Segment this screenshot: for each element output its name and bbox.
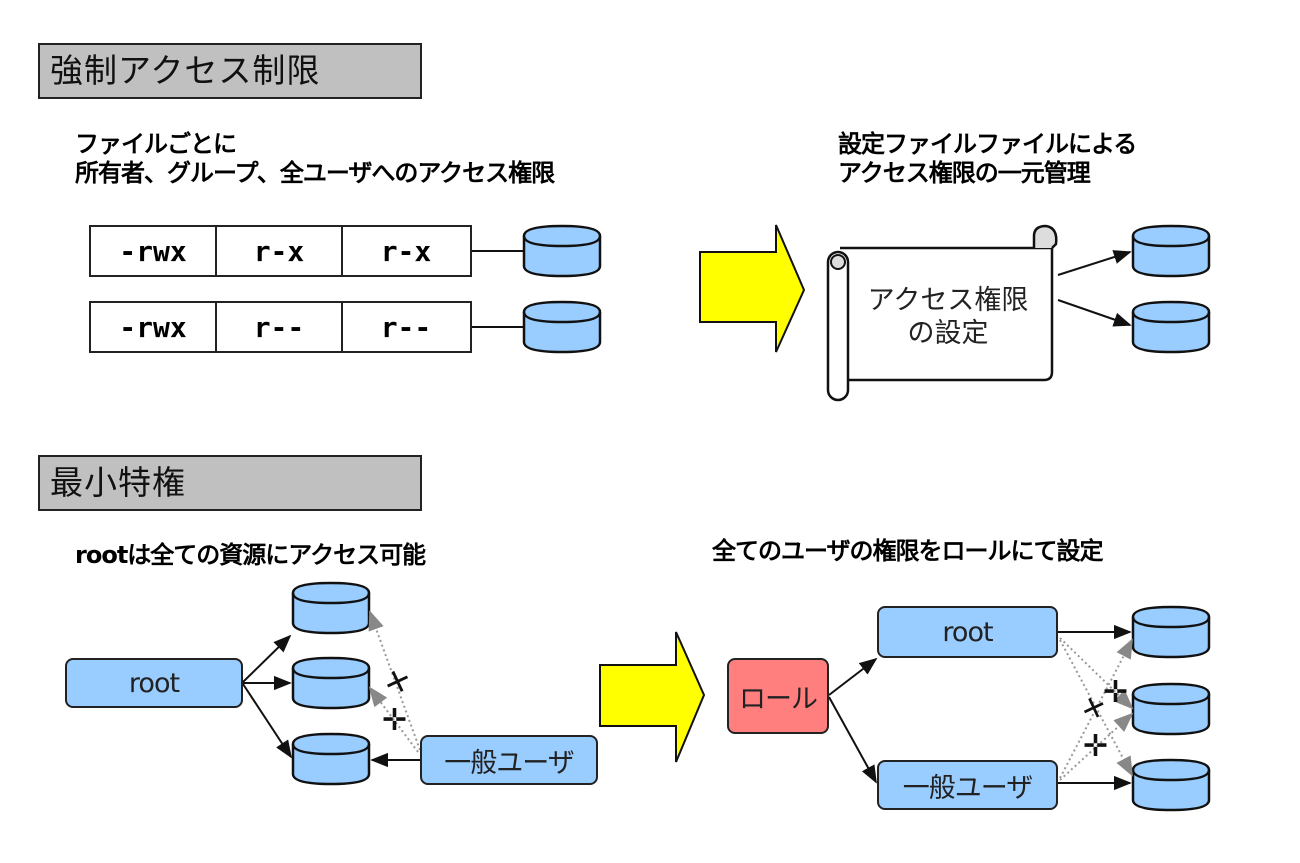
caption-per-file-permissions: ファイルごとに 所有者、グループ、全ユーザへのアクセス権限 (75, 130, 555, 188)
denied-arrow (368, 686, 419, 753)
big-arrow-icon (599, 631, 706, 763)
perm-owner: -rwx (91, 227, 217, 275)
connector-arrow (1057, 299, 1132, 327)
node-root-right: root (877, 606, 1058, 658)
permission-row: -rwx r-- r-- (89, 301, 472, 353)
denied-arrow (1059, 638, 1133, 779)
caption-root-all-access: rootは全ての資源にアクセス可能 (75, 541, 426, 569)
section-title-least-privilege: 最小特権 (38, 455, 422, 511)
database-icon (522, 224, 602, 278)
deny-mark-icon: ✛ (1103, 675, 1128, 710)
permission-row: -rwx r-x r-x (89, 225, 472, 277)
deny-mark-icon: ✛ (1083, 729, 1108, 764)
connector-arrow (242, 683, 292, 759)
section-title-mandatory-access-control: 強制アクセス制限 (38, 43, 422, 99)
connector-arrow (1057, 250, 1132, 276)
database-icon (1131, 682, 1211, 736)
caption-line: 設定ファイルファイルによる (838, 130, 1137, 158)
node-general-user-right: 一般ユーザ (877, 760, 1058, 810)
perm-group: r-- (217, 303, 343, 351)
node-general-user-left: 一般ユーザ (420, 735, 598, 785)
database-icon (522, 300, 602, 354)
database-icon (1131, 758, 1211, 812)
caption-line: 所有者、グループ、全ユーザへのアクセス権限 (75, 159, 555, 187)
deny-mark-icon: ✛ (382, 703, 407, 738)
perm-others: r-x (380, 234, 432, 268)
database-icon (291, 732, 371, 786)
deny-mark-icon: ✕ (379, 662, 415, 703)
node-root-left: root (65, 658, 243, 708)
deny-mark-icon: ✕ (1077, 689, 1110, 728)
database-icon (1131, 224, 1211, 278)
caption-role-based: 全てのユーザの権限をロールにて設定 (712, 537, 1104, 565)
perm-others: r-- (380, 310, 432, 344)
perm-owner: -rwx (91, 303, 217, 351)
caption-central-management: 設定ファイルファイルによる アクセス権限の一元管理 (838, 130, 1137, 188)
database-icon (291, 656, 371, 710)
scroll-icon (826, 224, 1058, 402)
database-icon (1131, 605, 1211, 659)
caption-line: アクセス権限の一元管理 (838, 159, 1091, 187)
denied-arrow (1059, 639, 1133, 777)
caption-line: ファイルごとに (75, 130, 237, 158)
connector-arrow (242, 634, 292, 683)
perm-group: r-x (217, 227, 343, 275)
scroll-label: アクセス権限 の設定 (848, 284, 1048, 350)
denied-arrow (1059, 637, 1134, 710)
scroll-label-line: アクセス権限 (867, 285, 1029, 316)
scroll-label-line: の設定 (907, 318, 989, 349)
denied-arrow (1059, 712, 1134, 781)
connector-arrow (828, 696, 877, 784)
database-icon (1131, 300, 1211, 354)
database-icon (291, 581, 371, 635)
connector-arrow (828, 657, 878, 696)
node-role: ロール (727, 658, 829, 734)
big-arrow-icon (699, 224, 806, 353)
